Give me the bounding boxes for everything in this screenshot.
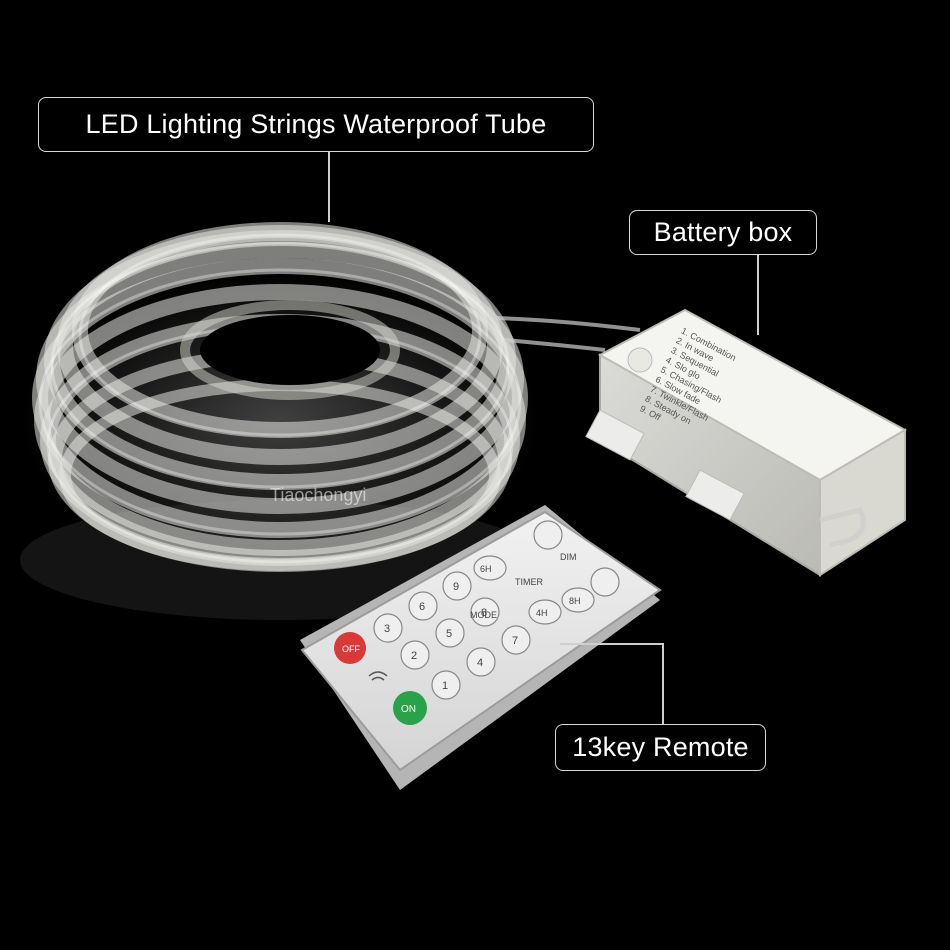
dim-label: DIM — [560, 552, 577, 562]
key-5[interactable]: 5 — [446, 628, 452, 640]
remote-leader-horizontal — [560, 643, 664, 645]
key-2[interactable]: 2 — [411, 650, 417, 662]
timer-label: TIMER — [515, 577, 543, 587]
key-3[interactable]: 3 — [384, 623, 390, 635]
remote-leader-vertical — [662, 643, 664, 724]
key-4[interactable]: 4 — [477, 657, 483, 669]
on-label: ON — [401, 704, 416, 715]
watermark-text: Tiaochongyi — [270, 485, 367, 505]
mode-label: MODE — [470, 610, 497, 620]
number-buttons — [373, 571, 531, 700]
key-6[interactable]: 6 — [419, 601, 425, 613]
key-7[interactable]: 7 — [512, 635, 518, 647]
led-tube-coil — [20, 222, 540, 620]
remote-control: OFF ON 3 6 9 2 5 8 1 4 7 6H 4H — [300, 505, 662, 790]
key-1[interactable]: 1 — [442, 680, 448, 692]
battery-box: 1. Combination 2. In wave 3. Sequential … — [585, 308, 908, 577]
key-9[interactable]: 9 — [453, 581, 459, 593]
battery-leader-line — [757, 255, 759, 335]
connection-wires — [494, 316, 641, 352]
key-8[interactable]: 8 — [481, 607, 487, 619]
timer-8h[interactable]: 8H — [569, 596, 581, 606]
tube-leader-line — [328, 152, 330, 222]
on-button[interactable] — [393, 691, 427, 725]
off-label: OFF — [342, 644, 360, 654]
timer-4h[interactable]: 4H — [536, 608, 548, 618]
signal-icon — [368, 671, 388, 681]
tube-callout-label: LED Lighting Strings Waterproof Tube — [38, 97, 594, 152]
timer-6h[interactable]: 6H — [480, 564, 492, 574]
remote-callout-label: 13key Remote — [555, 724, 766, 771]
battery-callout-label: Battery box — [629, 210, 817, 255]
off-button[interactable] — [334, 632, 366, 664]
